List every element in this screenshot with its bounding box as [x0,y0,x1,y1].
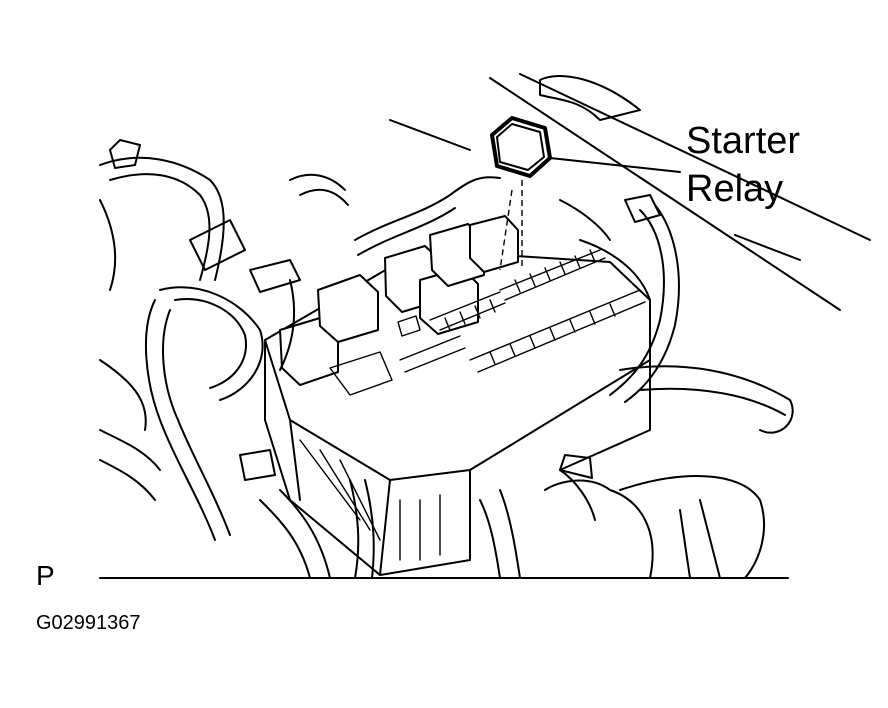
wiring-harness [99,139,501,579]
view-letter-label: P [36,560,55,591]
callout-label-line1: Starter [686,120,801,162]
figure-id-label: G02991367 [36,612,141,634]
fuse-box [264,215,651,576]
right-side-components [479,194,794,579]
starter-relay [490,116,552,178]
relay-position-dashed-line [499,180,523,271]
callout-leader-line [549,157,681,173]
callout-label-line2: Relay [686,168,784,210]
hood-edge-lines [389,73,871,311]
